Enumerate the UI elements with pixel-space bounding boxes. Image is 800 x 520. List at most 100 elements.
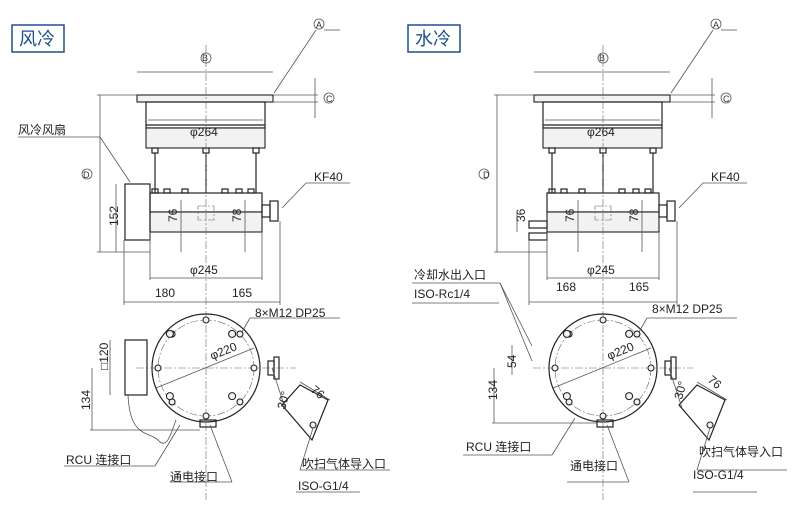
stud bbox=[649, 147, 657, 154]
bolt-hole-large bbox=[625, 392, 634, 401]
angle-label: 30° bbox=[671, 379, 689, 400]
purge-dim: 76 bbox=[705, 373, 724, 393]
fan-label: 风冷风扇 bbox=[18, 122, 66, 137]
leader bbox=[299, 427, 314, 471]
air-cooled-panel: 风冷 B A C D φ264 φ245 152 76 78 KF40 180 … bbox=[11, 18, 390, 500]
stud bbox=[151, 147, 159, 154]
bolt-head bbox=[151, 188, 159, 194]
water-fitting bbox=[528, 232, 548, 241]
top-diameter: φ264 bbox=[587, 125, 615, 139]
leader bbox=[606, 424, 630, 483]
leader bbox=[551, 417, 576, 456]
bolt-head bbox=[247, 188, 255, 194]
title-box bbox=[407, 24, 461, 53]
ref-a-leader bbox=[670, 29, 714, 94]
dim-30 bbox=[271, 367, 286, 409]
power-label: 通电接口 bbox=[170, 469, 218, 484]
water-port-spec: ISO-Rc1/4 bbox=[414, 287, 470, 301]
stud bbox=[252, 147, 260, 154]
purge-label: 吹扫气体导入口 bbox=[302, 456, 386, 471]
bolt-spec-label: 8×M12 DP25 bbox=[652, 302, 723, 316]
panel-title: 水冷 bbox=[415, 29, 451, 50]
bolt-hole bbox=[236, 398, 244, 406]
offset-dim: 134 bbox=[486, 380, 500, 400]
bolt-head bbox=[560, 188, 568, 194]
kf40-leader bbox=[281, 182, 307, 209]
bolt-hole bbox=[647, 364, 655, 372]
bolt-hole bbox=[236, 330, 244, 338]
rcu-label: RCU 连接口 bbox=[466, 439, 531, 454]
bolt-hole bbox=[633, 330, 641, 338]
ref-a-leader bbox=[273, 29, 317, 94]
power-connector bbox=[199, 419, 217, 428]
right-width-dim: 165 bbox=[629, 280, 649, 294]
dim-30 bbox=[668, 367, 683, 409]
ref-c-label: C bbox=[326, 94, 333, 104]
bolt-head bbox=[644, 188, 652, 194]
pump-geometry bbox=[412, 18, 787, 500]
water-fitting bbox=[528, 220, 548, 229]
ref-a-label: A bbox=[316, 20, 322, 30]
leader bbox=[696, 427, 711, 471]
top-diameter: φ264 bbox=[190, 125, 218, 139]
left-width-dim: 168 bbox=[556, 280, 576, 294]
rcu-cable bbox=[127, 394, 177, 444]
kf40-flange bbox=[666, 200, 676, 222]
kf40-neck bbox=[658, 204, 668, 218]
ref-b-label: B bbox=[599, 53, 605, 63]
side-height-dim: 152 bbox=[107, 206, 121, 226]
bolt-hole bbox=[633, 398, 641, 406]
bolt-hole-large bbox=[228, 329, 237, 338]
bolt-hole-large bbox=[562, 392, 571, 401]
ref-d-marker bbox=[81, 168, 93, 180]
dim-76p bbox=[299, 381, 331, 401]
leader bbox=[499, 282, 533, 347]
kf40-bottom-flange bbox=[273, 356, 280, 380]
dim-220 bbox=[155, 347, 255, 389]
bolt-hole bbox=[599, 412, 607, 420]
purge-spec: ISO-G1/4 bbox=[693, 468, 744, 482]
stud bbox=[548, 147, 556, 154]
purge-inlet bbox=[309, 421, 317, 429]
water-port-dim: 54 bbox=[505, 354, 519, 368]
dim-76p bbox=[696, 381, 728, 401]
bolt-hole bbox=[154, 364, 162, 372]
inner-left-dim: 76 bbox=[166, 208, 180, 222]
bolt-hole-large bbox=[625, 329, 634, 338]
bolt-head bbox=[235, 188, 243, 194]
purge-port bbox=[678, 384, 726, 442]
right-width-dim: 165 bbox=[232, 286, 252, 300]
power-connector bbox=[596, 419, 614, 428]
bolt-hole-large bbox=[228, 392, 237, 401]
ref-c-marker bbox=[720, 92, 732, 104]
ref-a-marker bbox=[313, 18, 325, 30]
bolt-head bbox=[221, 188, 229, 194]
angle-label: 30° bbox=[274, 389, 292, 410]
power-label: 通电接口 bbox=[570, 458, 618, 473]
fan-bottom bbox=[124, 339, 148, 396]
ref-b-marker bbox=[597, 52, 609, 64]
water-port-label: 冷却水出入口 bbox=[414, 268, 486, 282]
kf40-flange bbox=[269, 200, 279, 222]
bolt-hole bbox=[202, 412, 210, 420]
leader bbox=[499, 282, 533, 362]
ref-a-marker bbox=[710, 18, 722, 30]
leader bbox=[638, 317, 648, 333]
fan-leader bbox=[99, 136, 131, 183]
purge-port bbox=[281, 384, 329, 442]
bolt-head bbox=[578, 188, 586, 194]
dim-220 bbox=[552, 347, 652, 389]
inlet-flange bbox=[136, 94, 274, 103]
bolt-head bbox=[181, 188, 189, 194]
inner-right-dim: 78 bbox=[230, 208, 244, 222]
inlet-flange bbox=[533, 94, 671, 103]
bolt-hole bbox=[202, 316, 210, 324]
bolt-head bbox=[163, 188, 171, 194]
purge-inlet bbox=[706, 421, 714, 429]
kf40-label: KF40 bbox=[314, 170, 343, 184]
inner-right-dim: 78 bbox=[627, 208, 641, 222]
ref-a-label: A bbox=[713, 20, 719, 30]
ref-d-marker bbox=[478, 168, 490, 180]
ref-d-label: D bbox=[83, 170, 90, 180]
